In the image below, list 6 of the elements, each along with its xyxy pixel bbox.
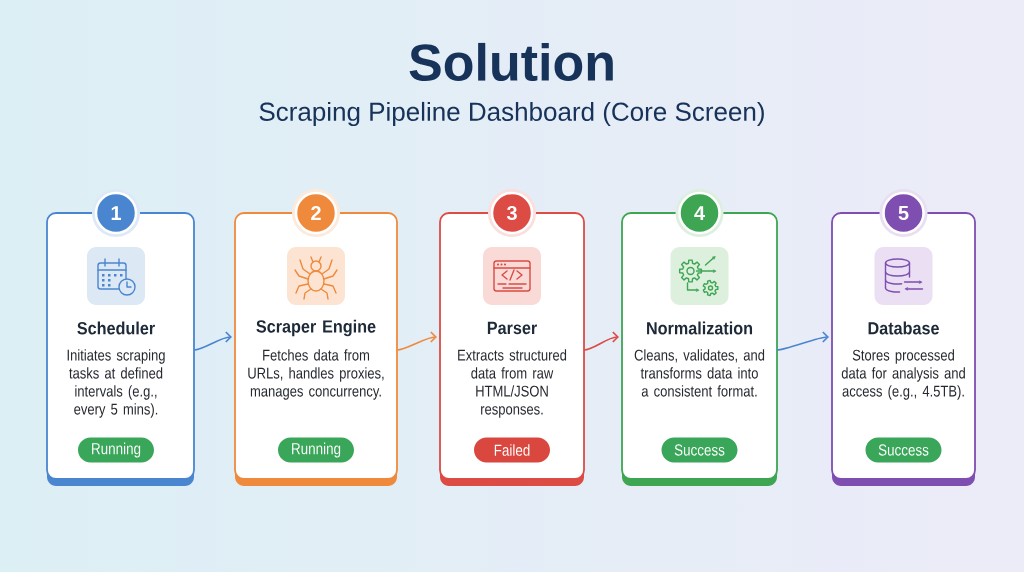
subtitle: Scraping Pipeline Dashboard (Core Screen) xyxy=(259,101,764,127)
arrow xyxy=(583,331,619,351)
arrow xyxy=(193,331,232,351)
title: Solution xyxy=(409,42,613,82)
arrow xyxy=(396,331,437,351)
arrow xyxy=(776,331,829,351)
